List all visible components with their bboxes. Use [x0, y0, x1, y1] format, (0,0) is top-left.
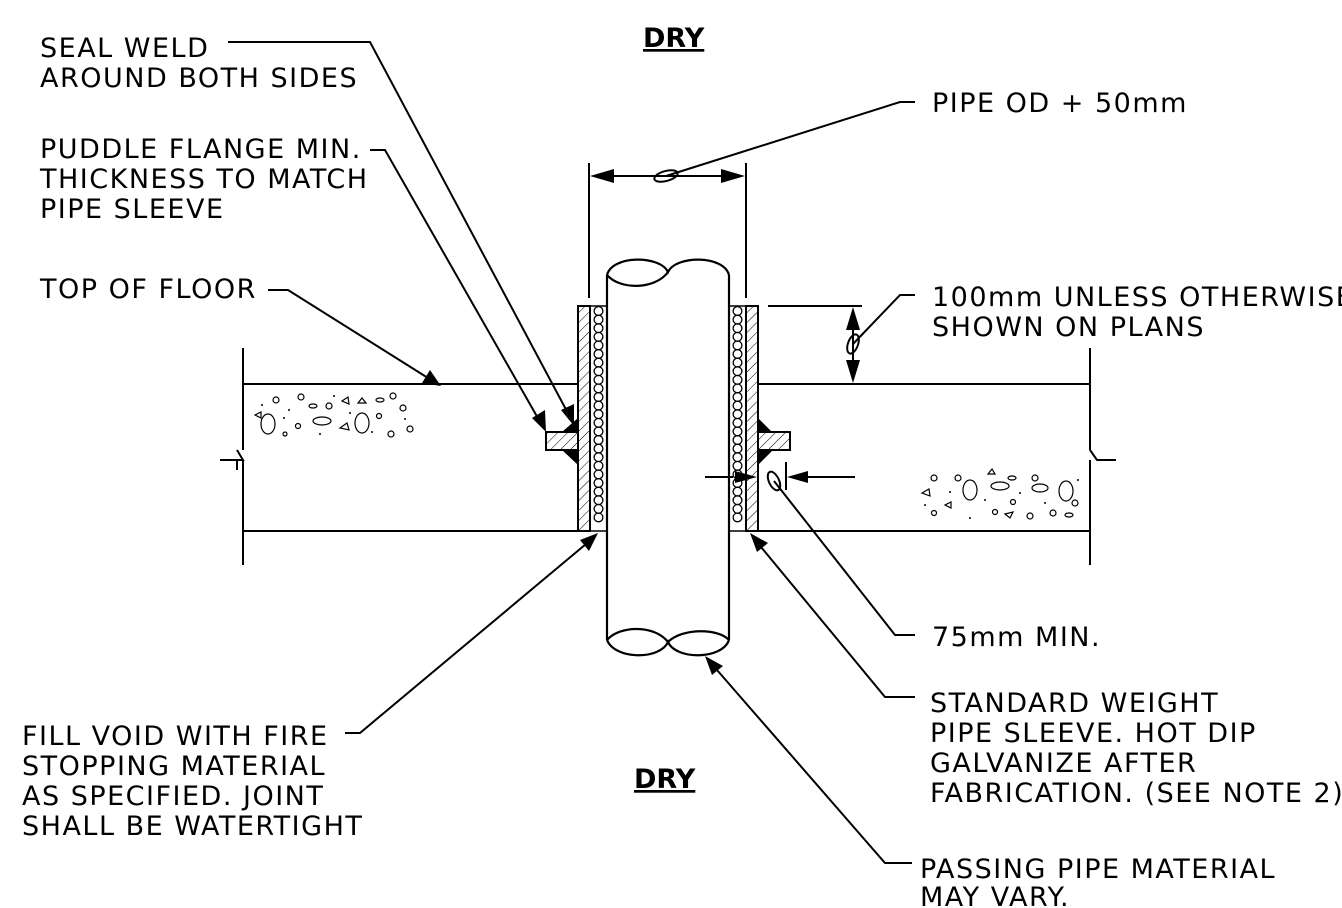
fire-stopping-fill [589, 305, 747, 532]
seal-weld-line2: AROUND BOTH SIDES [40, 63, 358, 94]
fill-circle [593, 486, 604, 497]
fill-circle [732, 391, 743, 403]
fill-circle [732, 443, 743, 454]
fill-circle [732, 434, 743, 446]
fill-circle [732, 400, 743, 411]
leader-puddle-flange [370, 149, 546, 432]
fill-circle [593, 495, 604, 506]
floor-slab [220, 348, 1116, 565]
puddle-flange [545, 418, 791, 465]
fill-circle [732, 331, 743, 342]
dimension-75mm [705, 462, 915, 636]
pipe-od-label: PIPE OD + 50mm [932, 88, 1188, 119]
leader-top-of-floor [268, 289, 441, 386]
fill-circle [593, 512, 604, 523]
fill-circle [593, 331, 604, 342]
dry-label-bottom: DRY [634, 764, 696, 795]
sleeve-line1: STANDARD WEIGHT [930, 688, 1219, 719]
depth-note-line1: 100mm UNLESS OTHERWISE [932, 282, 1342, 313]
concrete-aggregate-right [920, 467, 1079, 520]
fill-circle [732, 340, 743, 351]
sleeve-line3: GALVANIZE AFTER [930, 748, 1197, 779]
fill-circle [593, 443, 604, 454]
fill-void-line2: STOPPING MATERIAL [22, 751, 326, 782]
fill-circle [593, 434, 604, 446]
seal-weld-line1: SEAL WELD [40, 33, 209, 64]
fill-circle [732, 495, 743, 506]
fill-circle [593, 323, 604, 334]
fill-circle [593, 374, 604, 385]
fill-circle [732, 314, 743, 325]
fill-circle [732, 409, 743, 420]
fill-circle [732, 426, 743, 437]
fill-circle [732, 383, 743, 394]
puddle-flange-line1: PUDDLE FLANGE MIN. [40, 134, 362, 165]
fill-circle [593, 366, 604, 377]
concrete-aggregate-left [253, 392, 414, 438]
sleeve-line4: FABRICATION. (SEE NOTE 2) [930, 778, 1342, 809]
fill-circle [732, 503, 743, 514]
fill-circle [593, 452, 604, 463]
fill-circle [732, 460, 743, 471]
fill-void-line4: SHALL BE WATERTIGHT [22, 811, 363, 842]
fill-circle [732, 357, 743, 368]
fill-circle [732, 323, 743, 334]
dimension-pipe-od [588, 101, 915, 298]
passing-pipe-line1: PASSING PIPE MATERIAL [920, 854, 1276, 885]
dimension-slab-depth [768, 294, 915, 383]
passing-pipe-line2: MAY VARY. [920, 882, 1070, 908]
fill-circle [593, 357, 604, 368]
fill-circle [732, 486, 743, 497]
puddle-flange-line3: PIPE SLEEVE [40, 194, 225, 225]
leader-passing-pipe [705, 656, 912, 864]
fill-circle [593, 417, 604, 428]
fill-circle [732, 512, 743, 523]
leader-sleeve [750, 533, 915, 698]
fill-circle [593, 426, 604, 437]
fill-circle [593, 400, 604, 411]
fill-void-line3: AS SPECIFIED. JOINT [22, 781, 324, 812]
fill-circle [732, 305, 743, 317]
fill-circle [732, 452, 743, 463]
fill-circle [593, 477, 604, 489]
sleeve-line2: PIPE SLEEVE. HOT DIP [930, 718, 1257, 749]
leader-seal-weld [228, 41, 574, 426]
pipe-sleeve [577, 305, 759, 532]
annotations: DRY DRY SEAL WELD AROUND BOTH SIDES PUDD… [22, 23, 1342, 908]
fill-circle [593, 409, 604, 420]
passing-pipe [605, 258, 731, 657]
fill-circle [593, 314, 604, 325]
puddle-flange-line2: THICKNESS TO MATCH [39, 164, 369, 195]
fill-circle [593, 391, 604, 403]
fill-circle [593, 503, 604, 514]
fill-void-line1: FILL VOID WITH FIRE [22, 721, 329, 752]
fill-circle [593, 305, 604, 317]
fill-circle [732, 348, 743, 360]
fill-circle [593, 348, 604, 360]
fill-circle [732, 417, 743, 428]
fill-circle [593, 460, 604, 471]
depth-note-line2: SHOWN ON PLANS [932, 312, 1205, 343]
leader-fill-void [345, 533, 598, 734]
fill-circle [593, 383, 604, 394]
fill-circle [732, 374, 743, 385]
fill-circle [732, 366, 743, 377]
fill-circle [593, 469, 604, 480]
fill-circle [593, 340, 604, 351]
min-75-label: 75mm MIN. [932, 622, 1101, 653]
top-of-floor-label: TOP OF FLOOR [39, 274, 257, 305]
dry-label-top: DRY [643, 23, 705, 54]
